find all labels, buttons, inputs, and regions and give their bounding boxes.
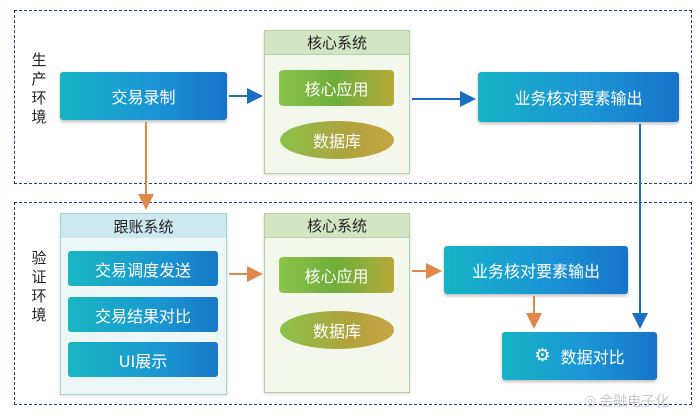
data-compare-label: 数据对比 xyxy=(560,348,625,367)
verification-environment-frame xyxy=(14,202,692,405)
tracking-system-title: 跟账系统 xyxy=(61,214,226,238)
transaction-dispatch-item: 交易调度发送 xyxy=(68,251,218,286)
verify-business-output-box: 业务核对要素输出 xyxy=(444,246,628,294)
prod-core-application: 核心应用 xyxy=(279,70,394,106)
data-compare-box: ⚙ 数据对比 xyxy=(502,332,657,380)
result-compare-item: 交易结果对比 xyxy=(68,297,218,332)
watermark-logo-icon: ◎ xyxy=(584,393,597,409)
verify-core-application: 核心应用 xyxy=(279,257,394,293)
gear-icon: ⚙ xyxy=(534,345,551,366)
verify-core-system-title: 核心系统 xyxy=(265,214,409,238)
verify-database: 数据库 xyxy=(280,311,394,349)
watermark-text: 金融电子化 xyxy=(599,394,670,410)
ui-display-item: UI展示 xyxy=(68,342,218,377)
verification-environment-label: 验 证 环 境 xyxy=(31,249,47,324)
transaction-record-box: 交易录制 xyxy=(60,72,227,120)
production-environment-label: 生 产 环 境 xyxy=(31,51,47,126)
watermark: ◎ 金融电子化 xyxy=(584,391,669,411)
prod-core-system-title: 核心系统 xyxy=(265,31,409,55)
prod-database: 数据库 xyxy=(280,121,394,159)
verify-core-system-frame: 核心系统 xyxy=(264,213,410,393)
prod-business-output-box: 业务核对要素输出 xyxy=(478,72,679,122)
production-environment-frame xyxy=(14,10,692,184)
